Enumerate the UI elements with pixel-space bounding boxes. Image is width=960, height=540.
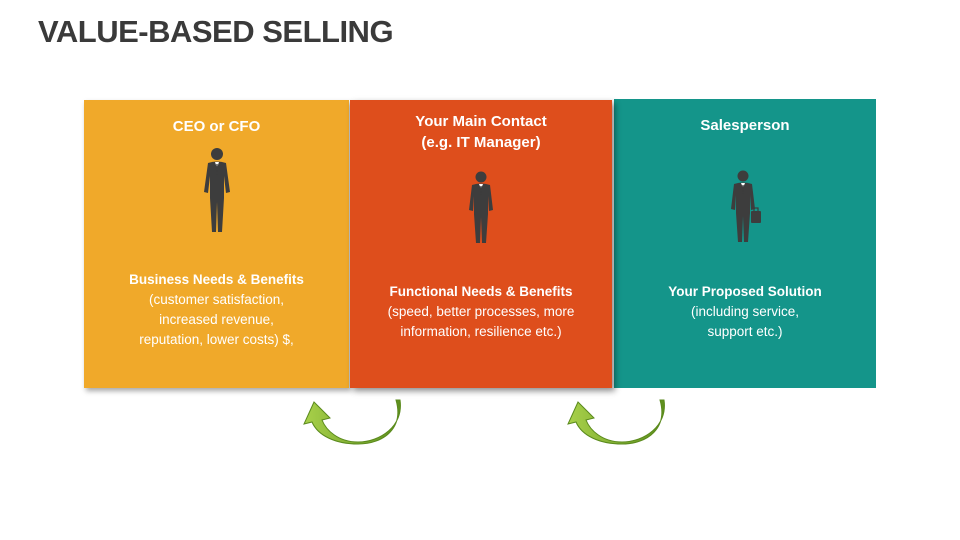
panel-body-line: (speed, better processes, more xyxy=(387,304,575,319)
panel-body-title: Business Needs & Benefits xyxy=(129,272,304,287)
panel-body: Your Proposed Solution (including servic… xyxy=(624,282,866,342)
panel-salesperson: Salesperson Your Proposed Solution (incl… xyxy=(614,99,876,388)
panel-body-line: reputation, lower costs) $, xyxy=(139,332,294,347)
panel-body: Business Needs & Benefits (customer sati… xyxy=(94,270,339,350)
page-title: VALUE-BASED SELLING xyxy=(38,14,394,49)
panel-body-line: (customer satisfaction, xyxy=(148,292,285,307)
panel-heading: Your Main Contact (e.g. IT Manager) xyxy=(350,111,612,153)
panel-main-contact: Your Main Contact (e.g. IT Manager) Func… xyxy=(350,100,612,388)
panel-heading-line: Your Main Contact xyxy=(415,113,547,130)
panel-heading: CEO or CFO xyxy=(84,116,349,137)
panel-ceo-cfo: CEO or CFO Business Needs & Benefits (cu… xyxy=(84,100,349,388)
curved-arrow-icon xyxy=(303,399,401,445)
panel-body-title: Your Proposed Solution xyxy=(668,284,822,299)
panel-body-line: support etc.) xyxy=(707,324,783,339)
panel-body: Functional Needs & Benefits (speed, bett… xyxy=(360,282,602,342)
panel-heading-line: Salesperson xyxy=(700,117,790,134)
salesperson-briefcase-icon xyxy=(731,170,761,242)
panel-body-line: information, resilience etc.) xyxy=(400,324,562,339)
panel-body-title: Functional Needs & Benefits xyxy=(389,284,573,299)
panel-heading-line: (e.g. IT Manager) xyxy=(421,134,541,151)
curved-arrow-icon xyxy=(567,399,665,445)
businessman-icon xyxy=(469,171,493,243)
panel-heading-line: CEO or CFO xyxy=(172,118,261,135)
panel-heading: Salesperson xyxy=(614,115,876,136)
businessman-icon xyxy=(203,148,230,232)
panel-body-line: (including service, xyxy=(690,304,800,319)
panel-body-line: increased revenue, xyxy=(159,312,274,327)
